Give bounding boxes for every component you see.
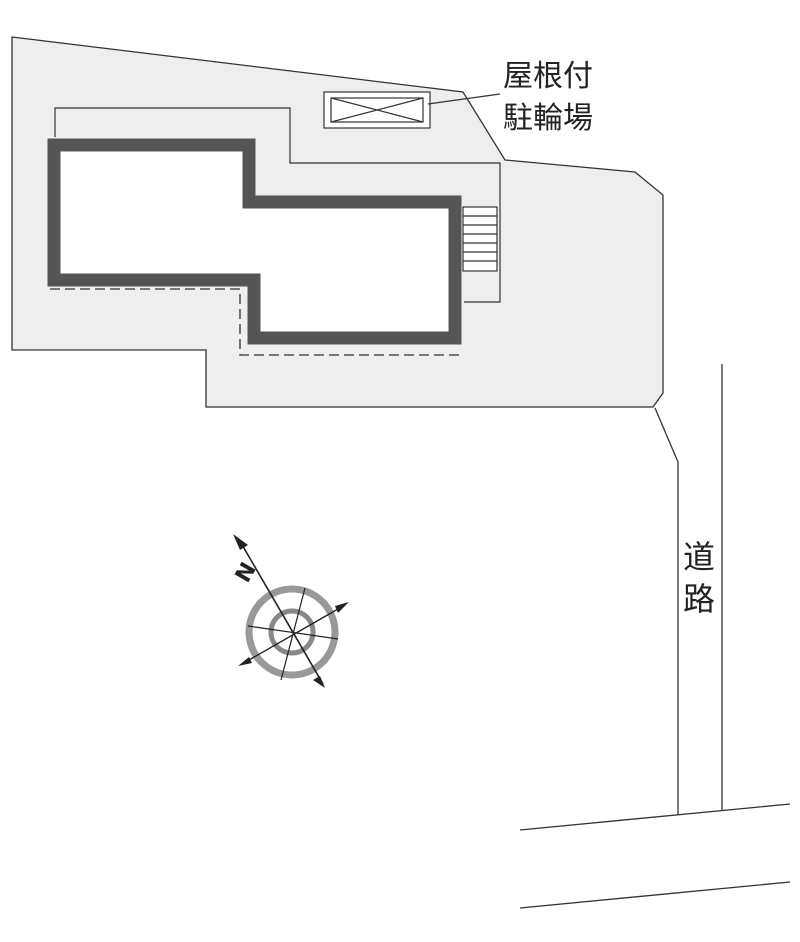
bicycle-parking-leader-line [427,93,501,105]
road-bottom-edge-upper [519,803,791,831]
compass-north-label: N [231,559,262,587]
building [47,138,462,345]
road-label-char1: 道 [683,538,715,576]
compass-east-arrowhead [335,602,349,613]
road-left-edge [654,407,679,815]
compass-south-arrowhead [313,676,325,688]
bicycle-parking-label-line1: 屋根付 [503,59,593,94]
compass-north-arrowhead [233,534,248,550]
balcony-dashed-line [50,288,462,356]
eaves-outline [54,107,501,303]
stairs [462,206,498,272]
compass-west-arrowhead [238,657,252,666]
road-label-char2: 路 [683,580,715,618]
compass-outer-ring [245,585,339,679]
compass-inner-ring [268,608,316,656]
compass-needle-ew [241,604,346,665]
road-bottom-edge-lower [519,881,791,909]
bicycle-parking-box [323,91,431,129]
compass-diagonal-b [280,587,306,681]
bicycle-parking-label-line2: 駐輪場 [503,101,593,136]
compass-needle-ns [240,542,324,685]
north-compass: N [231,534,349,688]
